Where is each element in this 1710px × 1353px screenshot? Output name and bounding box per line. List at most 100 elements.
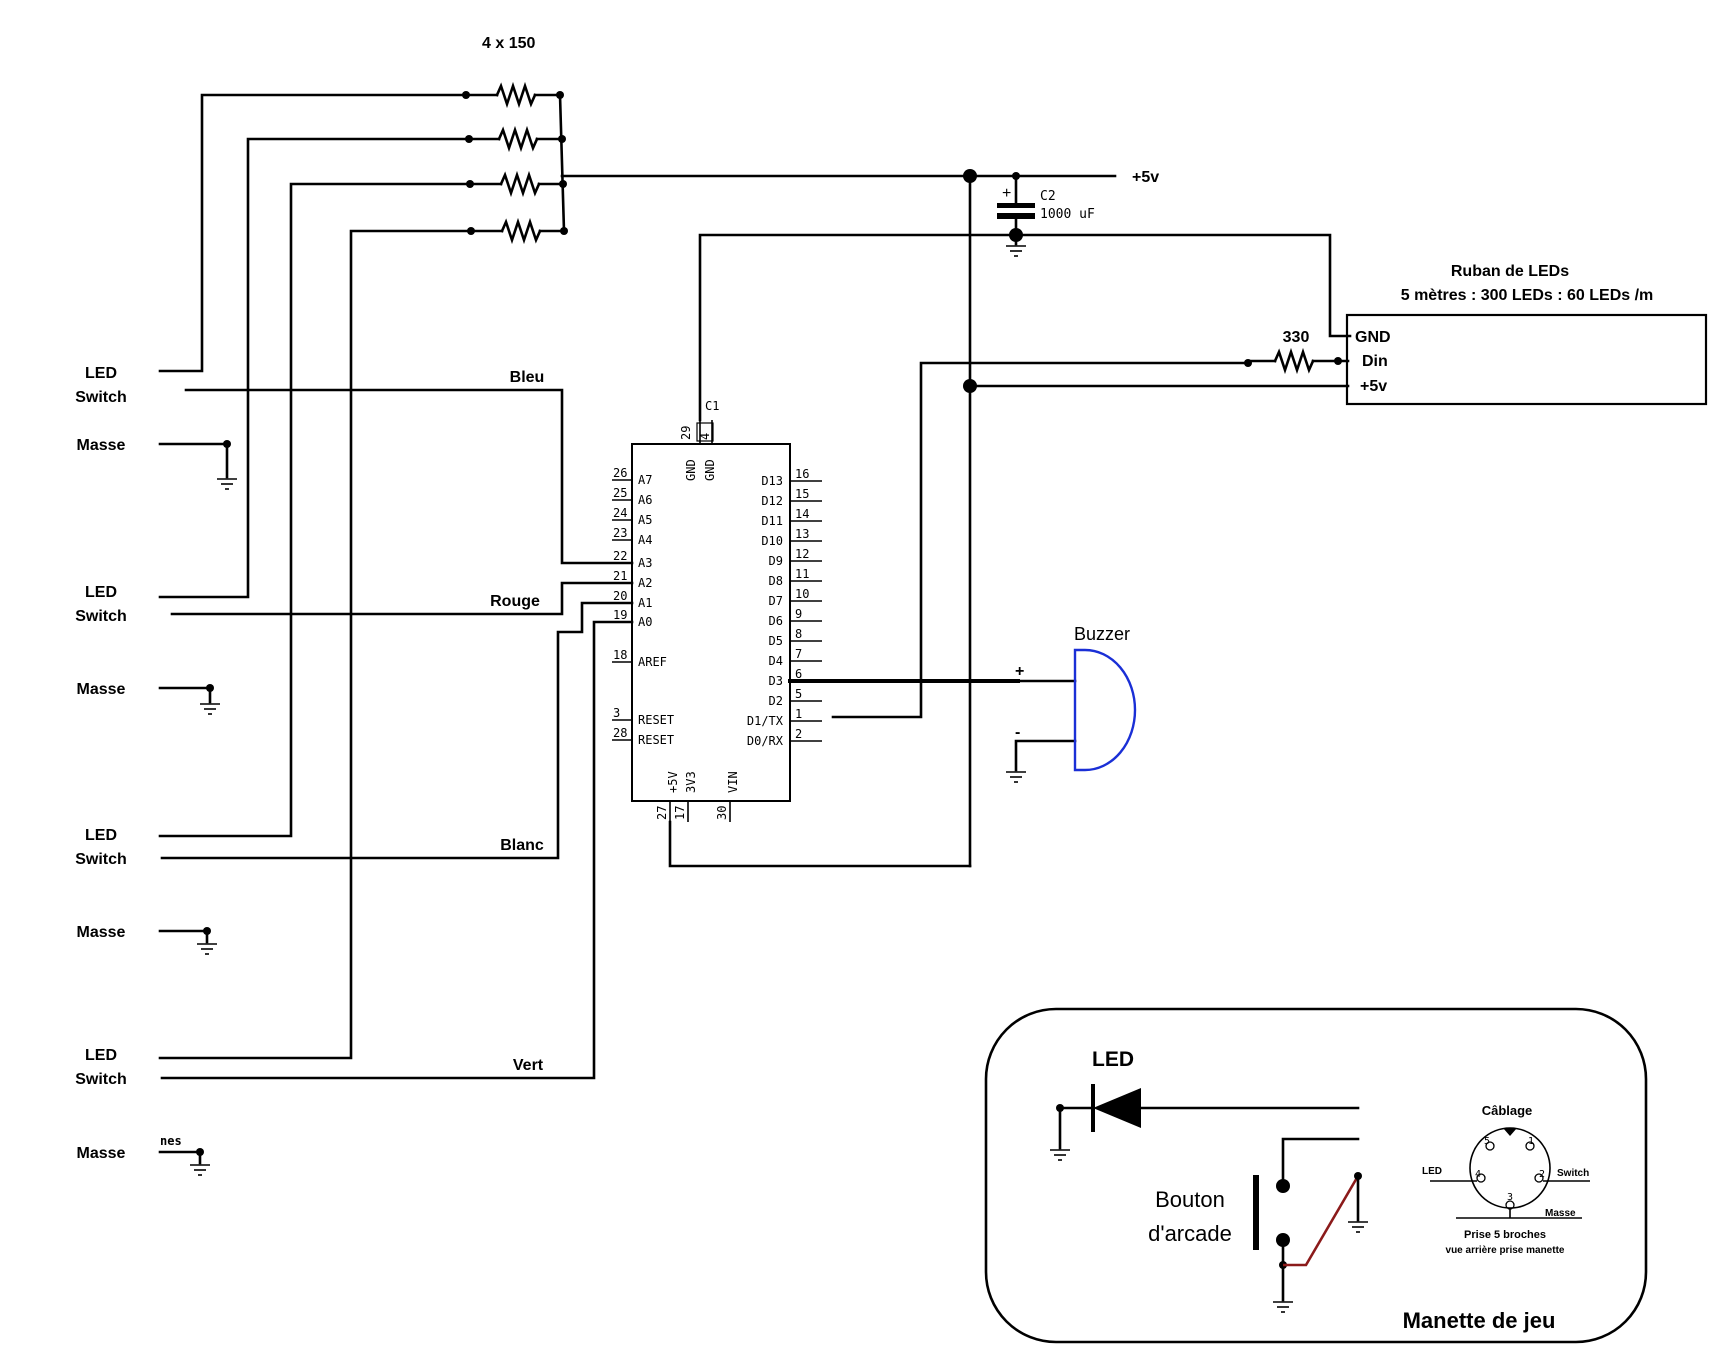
diode-icon: [1050, 1084, 1360, 1161]
ic-bottom-pin-name-2: VIN: [726, 771, 740, 793]
ic-right-pin-name: D1/TX: [747, 714, 784, 728]
ic-right-pin-num: 6: [795, 667, 802, 681]
led-strip-title: Ruban de LEDs: [1451, 263, 1569, 280]
button-label-line2: d'arcade: [1148, 1221, 1232, 1246]
ic-5v-net: [668, 820, 972, 868]
strip-pin-5v: +5v: [1360, 378, 1387, 395]
ic-top-pin-name-0: GND: [684, 459, 698, 481]
ic-left-pin-name: A1: [638, 596, 652, 610]
junction-dot: [203, 927, 211, 935]
ic-right-pin-num: 10: [795, 587, 809, 601]
capacitor-ref: C2: [1040, 189, 1056, 204]
switch-wire-label: Bleu: [510, 369, 545, 386]
ic-left-pin-num: 24: [613, 506, 627, 520]
ic-left-pin-num: 21: [613, 569, 627, 583]
ic-right-pin-num: 13: [795, 527, 809, 541]
buzzer-label: Buzzer: [1074, 624, 1130, 644]
ground-icon: [1006, 245, 1026, 257]
connector-ground-label: Masse: [77, 924, 126, 941]
resistor-4: [467, 217, 568, 245]
plug-pin-4: 4: [1475, 1169, 1481, 1180]
ic-left-pin-num: 22: [613, 549, 627, 563]
buzzer-plus: +: [1015, 663, 1024, 680]
ground-wire: [158, 442, 229, 479]
resistor-3: [466, 170, 567, 198]
plug-pin-1: 1: [1528, 1136, 1534, 1147]
plug-diagram: Câblage 5 1 4 2 3 LED Switch Masse Prise…: [1422, 1103, 1590, 1256]
plug-title: Câblage: [1482, 1103, 1533, 1118]
ic-right-pin-name: D5: [769, 634, 783, 648]
switch-wire-label: Rouge: [490, 593, 540, 610]
plug-switch-label: Switch: [1557, 1168, 1589, 1179]
ic-right-pin-num: 11: [795, 567, 809, 581]
ic-bottom-pin-name-0: +5V: [666, 771, 680, 793]
ic-bottom-pin-num-2: 30: [715, 806, 729, 820]
connector-switch-label: Switch: [75, 608, 127, 625]
power-rail: +5v: [963, 169, 1159, 868]
capacitor-c2: + C2 1000 uF: [997, 172, 1095, 257]
ic-bottom-pin-name-1: 3V3: [684, 771, 698, 793]
ic-right-pins: 16D1315D1214D1113D1012D911D810D79D68D57D…: [747, 467, 822, 748]
switch-wire-label: Blanc: [500, 837, 544, 854]
ic-right-pin-num: 8: [795, 627, 802, 641]
plug-pin-3: 3: [1507, 1192, 1513, 1203]
ic-left-pin-num: 23: [613, 526, 627, 540]
ic-right-pin-name: D4: [769, 654, 783, 668]
ic-right-pin-name: D10: [761, 534, 783, 548]
din-net: 330: [831, 329, 1350, 719]
ic-right-pin-name: D13: [761, 474, 783, 488]
capacitor-value: 1000 uF: [1040, 207, 1095, 222]
ground-icon: [1006, 771, 1026, 783]
ic-top-pin-num-1: 4: [698, 433, 712, 440]
ic-right-pin-name: D0/RX: [747, 734, 784, 748]
plug-led-label: LED: [1422, 1166, 1442, 1177]
ic-left-pin-name: A4: [638, 533, 652, 547]
ic-right-pin-num: 2: [795, 727, 802, 741]
junction-dot: [223, 440, 231, 448]
buzzer: Buzzer + -: [788, 624, 1137, 783]
ic-right-pin-name: D3: [769, 674, 783, 688]
ground-icon: [200, 703, 220, 715]
ground-icon: [190, 1164, 210, 1176]
ic-right-pin-name: D6: [769, 614, 783, 628]
connector-switch-label: Switch: [75, 389, 127, 406]
ground-wire: [158, 1150, 202, 1165]
connector-led-label: LED: [85, 1047, 117, 1064]
ic-right-pin-name: D2: [769, 694, 783, 708]
ic-left-pin-name: A2: [638, 576, 652, 590]
ic-right-pin-num: 16: [795, 467, 809, 481]
resistor-bank-label: 4 x 150: [482, 35, 535, 52]
plug-caption-2: vue arrière prise manette: [1446, 1245, 1565, 1256]
ic-left-pin-name: A3: [638, 556, 652, 570]
ic-right-pin-name: D7: [769, 594, 783, 608]
connector-ground-label: Masse: [77, 681, 126, 698]
connector-led-label: LED: [85, 365, 117, 382]
button-label-line1: Bouton: [1155, 1187, 1225, 1212]
ic-right-pin-num: 7: [795, 647, 802, 661]
ic-left-pin-num: 20: [613, 589, 627, 603]
connector-ground-label: Masse: [77, 437, 126, 454]
ic-left-pin-num: 28: [613, 726, 627, 740]
ic-left-pin-num: 26: [613, 466, 627, 480]
switch-wires: [160, 388, 634, 1080]
ic-left-pin-num: 18: [613, 648, 627, 662]
ic-left-pin-name: RESET: [638, 733, 674, 747]
led-strip: Ruban de LEDs 5 mètres : 300 LEDs : 60 L…: [1345, 263, 1708, 406]
ic-top-pin-num-0: 29: [679, 426, 693, 440]
ic-right-pin-num: 9: [795, 607, 802, 621]
strip-pin-din: Din: [1362, 353, 1388, 370]
plug-ground-label: Masse: [1545, 1208, 1576, 1219]
ground-icon: [217, 478, 237, 490]
ic-ref: C1: [705, 399, 719, 413]
junction-dot: [206, 684, 214, 692]
connector-switch-label: Switch: [75, 1071, 127, 1088]
ic-left-pin-name: A0: [638, 615, 652, 629]
ic-right-pin-name: D9: [769, 554, 783, 568]
ic-left-pin-num: 19: [613, 608, 627, 622]
buzzer-icon: [1073, 648, 1137, 772]
ic-left-pin-name: A7: [638, 473, 652, 487]
